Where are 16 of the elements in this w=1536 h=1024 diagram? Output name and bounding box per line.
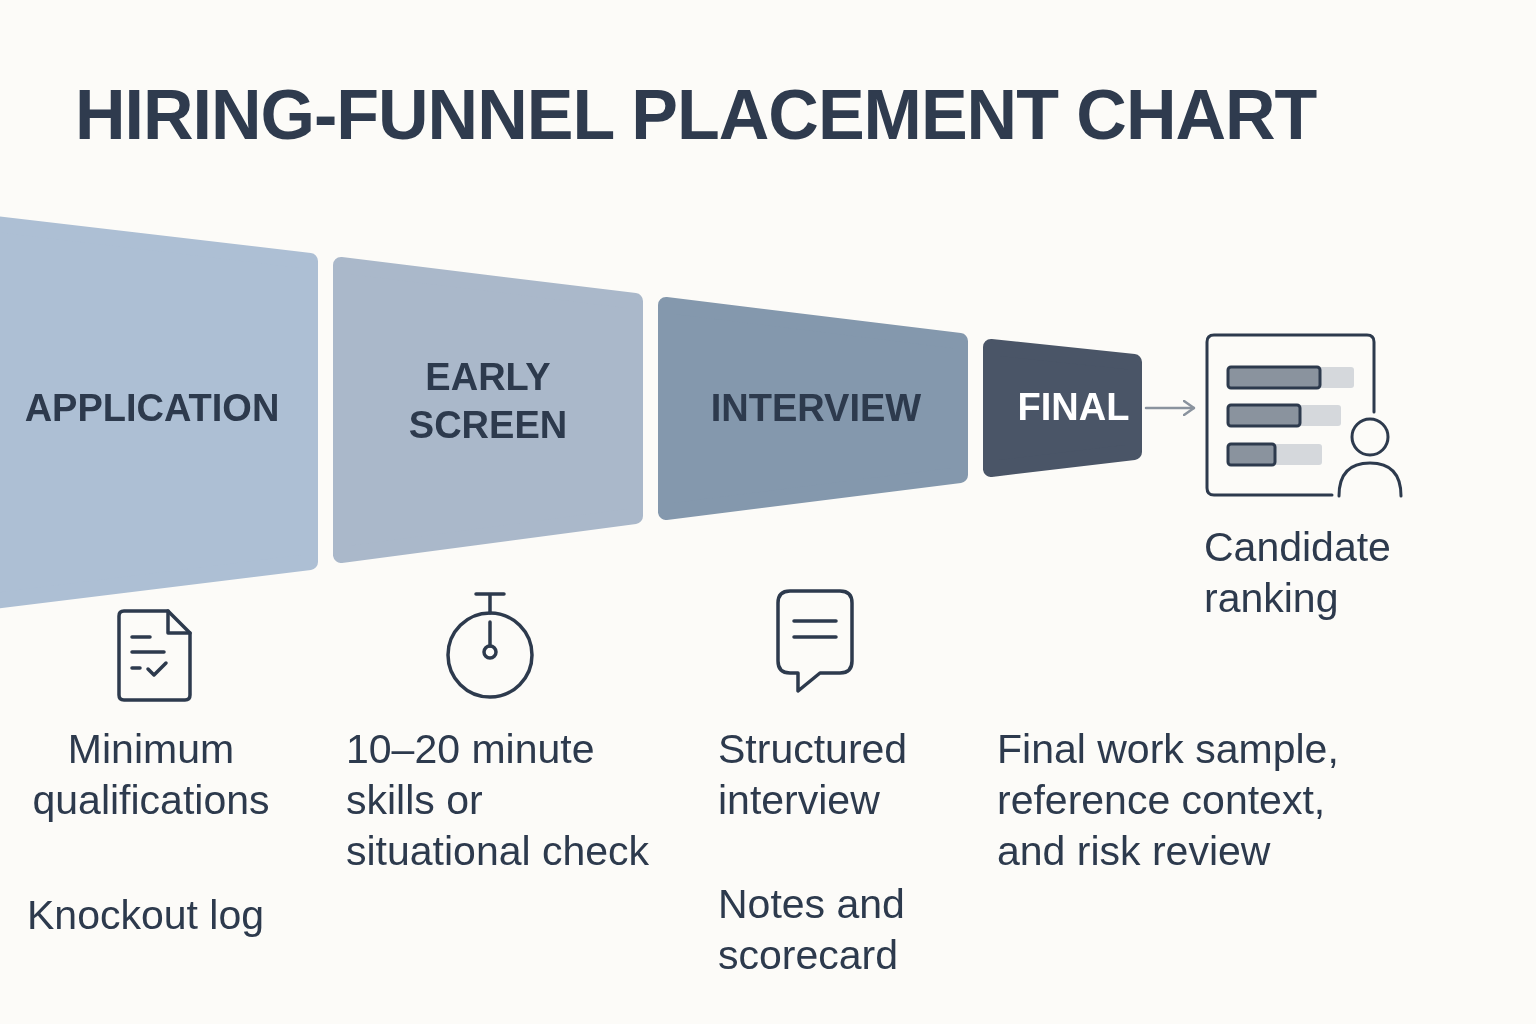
- funnel-stage: [333, 257, 643, 563]
- stage-note: Knockout log: [27, 891, 266, 940]
- stage-label: APPLICATION: [24, 385, 280, 431]
- stage-note: Structured interview: [718, 725, 909, 825]
- funnel-stage: [983, 339, 1142, 477]
- stage-label: EARLY SCREEN: [407, 355, 569, 448]
- result-caption: Candidate ranking: [1204, 523, 1392, 623]
- stage-note: Minimum qualifications: [31, 725, 271, 825]
- stage-label: FINAL: [1017, 385, 1130, 430]
- arrow: [1144, 399, 1196, 417]
- stage-label: INTERVIEW: [710, 385, 922, 431]
- stage-note: 10–20 minute skills or situational check: [346, 725, 651, 876]
- stage-note: Final work sample, reference context, and risk review: [997, 725, 1340, 876]
- stage-note: Notes and scorecard: [718, 880, 906, 980]
- funnel-stage: [658, 297, 968, 520]
- chart-title: HIRING-FUNNEL PLACEMENT CHART: [75, 75, 1317, 156]
